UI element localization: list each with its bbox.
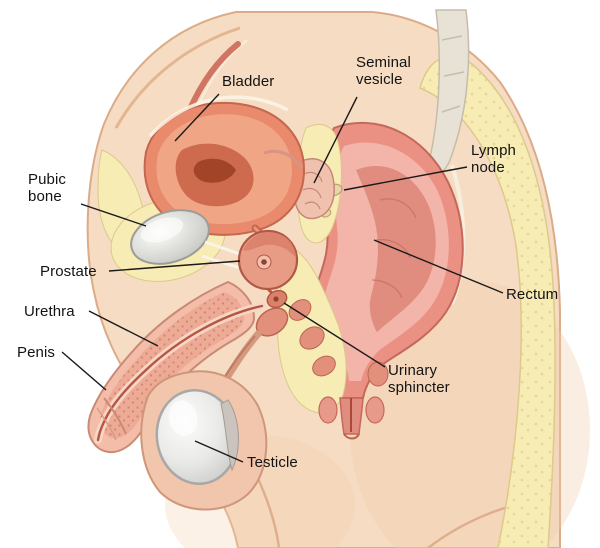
- label-urethra: Urethra: [24, 303, 75, 320]
- leader-line-lymph-node: [343, 166, 468, 191]
- testicle-shape: [155, 388, 239, 486]
- leader-line-seminal-vesicle: [313, 96, 358, 184]
- leader-line-prostate: [108, 260, 241, 272]
- pelvic-floor-muscles: [288, 299, 389, 387]
- bladder-shape: [143, 95, 306, 243]
- leader-lines: [61, 93, 504, 463]
- label-urinary-sphincter: Urinary sphincter: [388, 362, 450, 397]
- urinary-sphincter-shape: [255, 287, 289, 337]
- label-bladder: Bladder: [222, 73, 275, 90]
- label-testicle: Testicle: [247, 454, 298, 471]
- label-prostate: Prostate: [40, 263, 97, 280]
- label-rectum: Rectum: [506, 286, 559, 303]
- leader-line-penis: [61, 351, 107, 391]
- leader-line-pubic-bone: [80, 203, 147, 227]
- leader-line-rectum: [373, 239, 504, 294]
- leader-line-urinary-sphincter: [283, 302, 386, 368]
- prostate-shape: [237, 229, 299, 291]
- rectum-shape: [312, 121, 464, 399]
- label-penis: Penis: [17, 344, 56, 361]
- label-seminal-vesicle: Seminal vesicle: [356, 54, 411, 89]
- leader-line-urethra: [88, 310, 159, 347]
- leader-line-bladder: [174, 93, 220, 142]
- label-lymph-node: Lymph node: [471, 142, 516, 177]
- penis-shape: [87, 280, 266, 454]
- leader-line-testicle: [194, 440, 244, 463]
- anal-canal: [318, 396, 385, 440]
- pubic-bone-shape: [130, 209, 245, 270]
- label-pubic-bone: Pubic bone: [28, 171, 67, 206]
